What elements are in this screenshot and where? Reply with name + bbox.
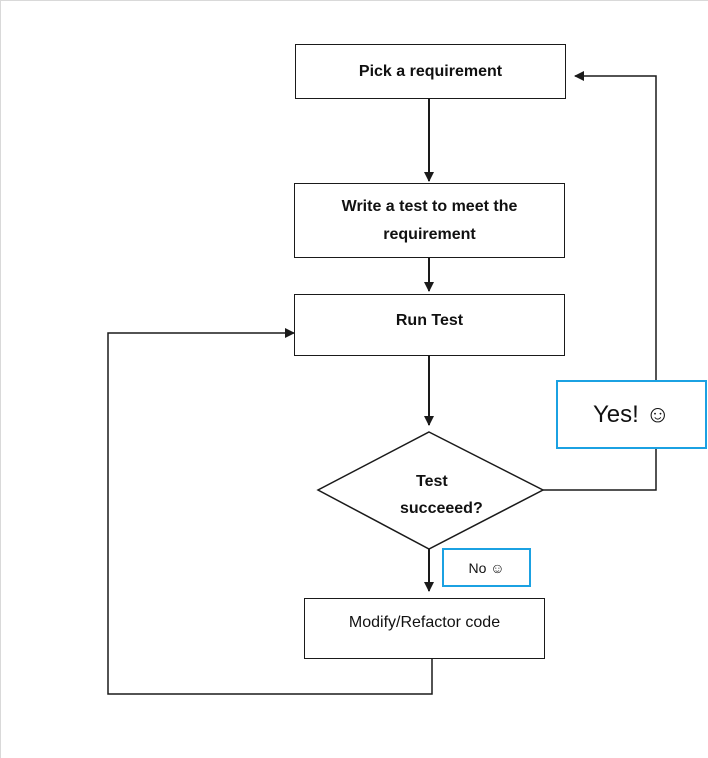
write-test-line-2: requirement — [383, 225, 476, 243]
arrow-yes-to-pick — [543, 71, 657, 491]
no-callout: No ☺ — [442, 548, 531, 587]
yes-callout: Yes! ☺ — [556, 380, 707, 449]
decision-label: Test succeeed? — [400, 468, 510, 522]
decision-line-2: succeeed? — [400, 500, 483, 517]
no-callout-label: No ☺ — [468, 559, 505, 576]
modify-refactor-box: Modify/Refactor code — [304, 598, 545, 659]
run-test-box: Run Test — [294, 294, 565, 356]
write-test-text: Write a test to meet the requirement — [342, 193, 518, 249]
modify-refactor-label: Modify/Refactor code — [348, 614, 501, 631]
pick-requirement-box: Pick a requirement — [295, 44, 566, 99]
decision-line-1: Test — [416, 473, 448, 490]
pick-requirement-label: Pick a requirement — [358, 62, 503, 80]
arrow-modify-to-run — [107, 328, 433, 695]
run-test-label: Run Test — [395, 312, 464, 329]
write-test-box: Write a test to meet the requirement — [294, 183, 565, 258]
write-test-line-1: Write a test to meet the — [341, 197, 518, 215]
yes-callout-label: Yes! ☺ — [593, 400, 670, 428]
